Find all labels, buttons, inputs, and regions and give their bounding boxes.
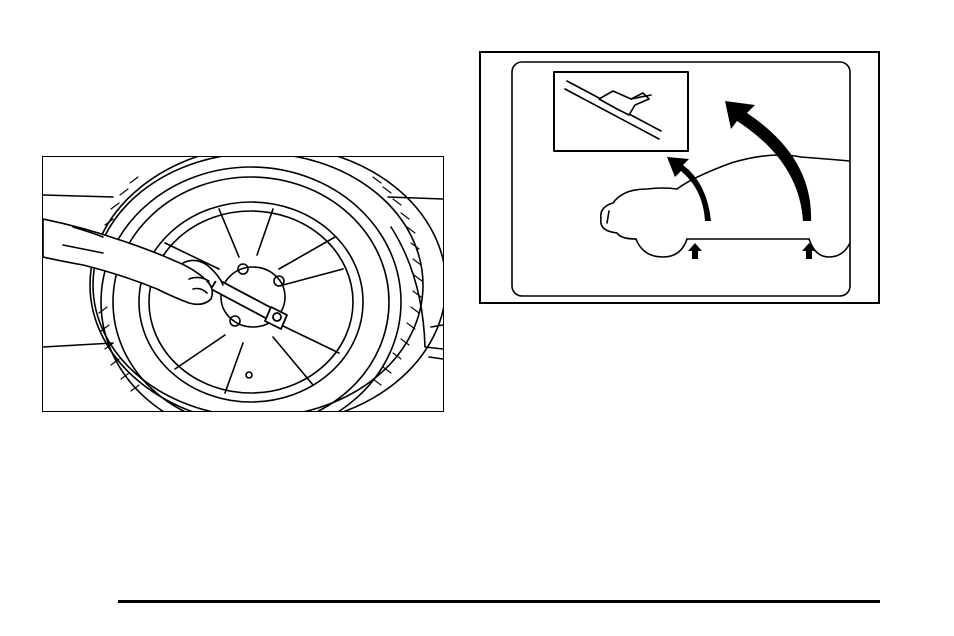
footer-rule [118, 600, 880, 603]
hand-and-arm [43, 219, 223, 304]
rear-lift-arrow [802, 243, 816, 259]
valve-stem [246, 372, 252, 378]
car-silhouette [601, 155, 850, 257]
fender-line [43, 195, 113, 197]
fender-line-right [388, 197, 443, 199]
jack-lift-point-illustration [479, 51, 880, 304]
wheel-line-art [43, 157, 443, 411]
wheel-removal-illustration [42, 156, 444, 412]
wheel-arch-right [391, 227, 443, 349]
jack-label-line-art [481, 53, 878, 302]
lug-nut [274, 276, 284, 286]
lift-point-arrows [688, 243, 816, 259]
front-lift-arrow [688, 243, 702, 259]
tire-front-outline [101, 167, 401, 411]
tire-front-sidewall [113, 177, 389, 411]
sill-line [43, 343, 113, 347]
